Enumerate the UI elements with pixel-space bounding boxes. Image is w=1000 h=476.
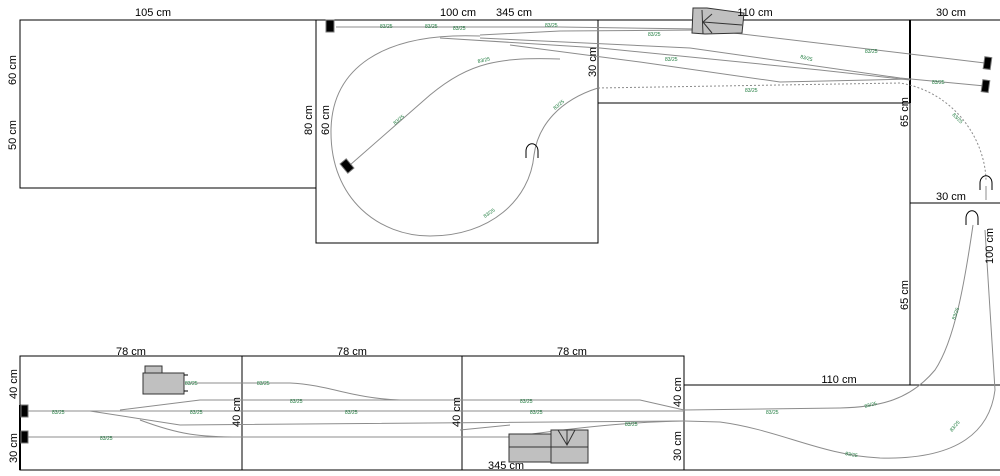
track-label: 83/25 <box>380 24 393 30</box>
track-label: 83/25 <box>932 80 945 86</box>
track <box>336 26 986 64</box>
building-roof <box>701 9 743 35</box>
track-label: 83/25 <box>425 24 438 30</box>
dimension-label: 345 cm <box>496 7 532 19</box>
track <box>185 382 401 401</box>
building-top <box>691 7 745 35</box>
dimension-label: 40 cm <box>451 397 463 427</box>
buffer-stop <box>325 19 335 33</box>
track-label: 83/25 <box>951 307 961 321</box>
dimension-label: 105 cm <box>135 7 171 19</box>
dimension-label: 60 cm <box>320 105 332 135</box>
track-label: 83/25 <box>665 57 678 63</box>
track <box>479 29 701 36</box>
track-label: 83/25 <box>185 381 198 387</box>
dimension-label: 30 cm <box>936 191 966 203</box>
dimension-label: 78 cm <box>557 346 587 358</box>
buildings <box>142 7 745 464</box>
buffers <box>20 19 993 444</box>
track-label: 83/25 <box>453 26 466 32</box>
track-spur <box>349 58 561 166</box>
track-label: 83/25 <box>520 399 533 405</box>
dimension-label: 65 cm <box>899 97 911 127</box>
roof-ridge <box>551 429 588 448</box>
track <box>439 37 911 81</box>
engine-shed <box>142 372 185 395</box>
dimension-label: 60 cm <box>7 55 19 85</box>
dimension-label: 100 cm <box>984 228 996 264</box>
track-label: 83/25 <box>951 112 964 125</box>
buffer-stop <box>339 158 355 174</box>
track-label: 83/25 <box>949 420 962 434</box>
dimension-label: 110 cm <box>737 7 772 19</box>
dimension-label: 40 cm <box>672 377 684 407</box>
track <box>119 399 685 411</box>
dimension-label: 78 cm <box>116 346 146 358</box>
track-label: 83/25 <box>345 410 358 416</box>
track-label: 83/25 <box>766 410 779 416</box>
track-label: 83/25 <box>648 32 661 38</box>
baseboards <box>19 19 1000 471</box>
track-hidden <box>597 82 987 181</box>
dimension-label: 345 cm <box>488 460 524 472</box>
dimension-label: 65 cm <box>899 280 911 310</box>
track-label: 83/25 <box>477 56 491 65</box>
track <box>683 229 996 459</box>
board-top-left <box>19 19 317 189</box>
track-label: 83/25 <box>483 207 497 219</box>
dimension-label: 78 cm <box>337 346 367 358</box>
buffer-stop <box>20 430 29 444</box>
station-building <box>508 433 552 463</box>
track-label: 83/25 <box>190 410 203 416</box>
track <box>139 419 241 438</box>
track <box>89 410 685 426</box>
track-label: 83/25 <box>290 399 303 405</box>
track-label: 83/25 <box>865 49 878 55</box>
dimension-label: 40 cm <box>231 397 243 427</box>
board-bottom-right <box>683 384 1000 471</box>
dimension-label: 30 cm <box>8 433 20 463</box>
track-loop <box>330 35 599 237</box>
buffer-stop <box>20 404 29 418</box>
tunnel-portal-icon <box>525 143 539 158</box>
tunnel-portal-icon <box>979 175 993 190</box>
dimension-label: 80 cm <box>303 105 315 135</box>
buffer-stop <box>982 56 993 71</box>
board-loop <box>315 19 599 244</box>
track <box>683 224 974 411</box>
dimension-label: 40 cm <box>8 369 20 399</box>
track-label: 83/25 <box>392 114 406 127</box>
tracks-bottom <box>25 224 996 459</box>
track-label: 83/25 <box>545 23 558 29</box>
track <box>459 424 511 431</box>
dimension-label: 30 cm <box>936 7 966 19</box>
dimension-label: 50 cm <box>7 120 19 150</box>
track-label: 83/25 <box>625 422 638 428</box>
track-label: 83/25 <box>864 401 878 410</box>
tracks-top <box>330 26 987 237</box>
tunnel-portals <box>525 143 993 225</box>
track-label: 83/25 <box>845 451 859 459</box>
tunnel-portal-icon <box>965 210 979 225</box>
track <box>509 44 911 83</box>
dimension-label: 30 cm <box>587 47 599 77</box>
track-label: 83/25 <box>530 410 543 416</box>
track <box>479 37 986 87</box>
shed-doors <box>184 374 188 392</box>
dimension-labels: 105 cm 100 cm 345 cm 110 cm 30 cm 60 cm … <box>7 7 996 472</box>
track-label: 83/25 <box>799 54 813 63</box>
track-label: 83/25 <box>745 88 758 94</box>
dimension-label: 30 cm <box>672 431 684 461</box>
dimension-label: 110 cm <box>821 374 856 386</box>
track-label: 83/25 <box>100 436 113 442</box>
track-labels: 83/25 83/25 83/25 83/25 83/25 83/25 83/2… <box>52 23 964 459</box>
track-label: 83/25 <box>52 410 65 416</box>
track-label: 83/25 <box>257 381 270 387</box>
dimension-label: 100 cm <box>440 7 476 19</box>
buffer-stop <box>980 79 991 94</box>
